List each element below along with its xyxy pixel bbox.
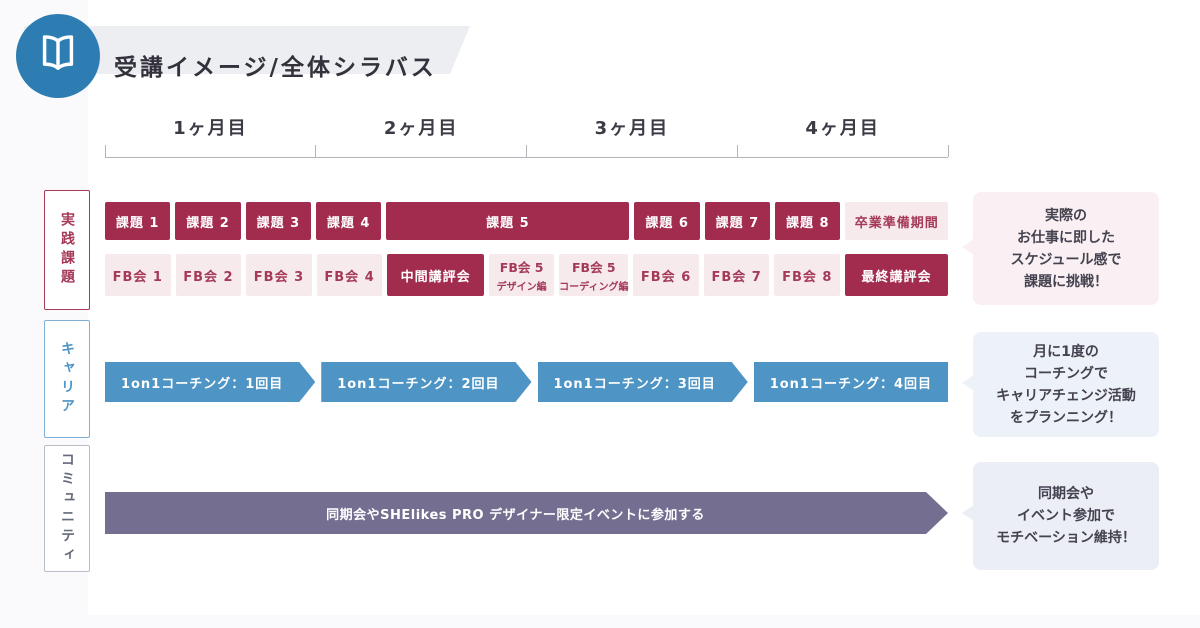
fb-box-label: FB会 3 [253, 269, 305, 285]
kadai-box-label: 課題 4 [326, 215, 371, 231]
coaching-arrow: 1on1コーチング：4回目 [753, 362, 948, 402]
fb-box: 最終講評会 [845, 254, 949, 296]
fb-box-label: FB会 5 [572, 260, 616, 275]
open-book-icon [35, 31, 81, 81]
fb-box-label: FB会 5 [499, 260, 544, 275]
coaching-arrow: 1on1コーチング：3回目 [538, 362, 748, 402]
callout-line: 月に1度の [1033, 343, 1099, 360]
coaching-arrow: 1on1コーチング：1回目 [105, 362, 315, 402]
fb-box: 中間講評会 [387, 254, 484, 296]
timeline-months: 1ヶ月目 2ヶ月目 3ヶ月目 4ヶ月目 [105, 114, 948, 140]
kadai-box-label: 課題 2 [186, 215, 230, 231]
month-label: 2ヶ月目 [383, 118, 459, 139]
fb-box-label: FB会 1 [112, 269, 163, 285]
fb-box: FB会 5 コーディング編 [559, 254, 628, 296]
kadai-box: 課題 5 [386, 202, 630, 240]
callout-practice-note: 実際のお仕事に即したスケジュール感で課題に挑戦！ [962, 192, 1159, 305]
kadai-box-label: 卒業準備期間 [854, 215, 939, 231]
fb-box: FB会 4 [316, 254, 383, 296]
kadai-box: 課題 8 [775, 202, 841, 240]
axis-tick [947, 145, 949, 157]
kadai-box-label: 課題 7 [715, 215, 760, 231]
fb-box: FB会 6 [633, 254, 699, 296]
fb-box: FB会 1 [105, 254, 171, 296]
kadai-box: 課題 2 [175, 202, 241, 240]
community-arrow-label: 同期会やSHElikes PRO デザイナー限定イベントに参加する [326, 507, 705, 523]
kadai-box: 課題 4 [316, 202, 382, 240]
fb-box: FB会 5 デザイン編 [488, 254, 555, 296]
fb-box-label: FB会 8 [782, 269, 833, 285]
callout-line: 実際の [1045, 207, 1087, 224]
kadai-box-label: 課題 6 [645, 215, 689, 231]
month-label: 1ヶ月目 [173, 118, 248, 139]
callout-line: モチベーション維持！ [996, 530, 1136, 546]
axis-tick [104, 145, 106, 157]
axis-tick [526, 145, 527, 157]
callout-career-note: 月に1度のコーチングでキャリアチェンジ活動をプランニング！ [962, 332, 1159, 437]
callout-community-note: 同期会やイベント参加でモチベーション維持！ [962, 462, 1159, 570]
month-label: 4ヶ月目 [805, 118, 880, 139]
callout-line: をプランニング！ [1010, 409, 1122, 426]
badge-circle [16, 14, 100, 98]
fb-box-label: FB会 4 [324, 269, 375, 285]
fb-box-label: 最終講評会 [861, 269, 932, 285]
page-title: 受講イメージ/全体シラバス [114, 55, 437, 82]
kadai-box: 課題 7 [704, 202, 771, 240]
side-label-practice: 実践課題 [44, 190, 90, 310]
timeline-axis [104, 145, 949, 158]
kadai-box-label: 課題 5 [486, 215, 530, 231]
callout-line: スケジュール感で [1010, 251, 1122, 268]
callout-tail [962, 505, 974, 521]
callout-line: キャリアチェンジ活動 [996, 387, 1136, 404]
fb-box-label: FB会 2 [183, 269, 234, 285]
callout-line: お仕事に即した [1017, 229, 1115, 246]
kadai-box: 課題 6 [634, 202, 700, 240]
community-arrow: 同期会やSHElikes PRO デザイナー限定イベントに参加する [105, 492, 948, 534]
kadai-box-label: 課題 3 [256, 215, 301, 231]
kadai-box-label: 課題 1 [115, 215, 160, 231]
fb-box-label: FB会 7 [711, 269, 762, 285]
fb-box-label: FB会 6 [640, 269, 692, 285]
callout-line: 課題に挑戦！ [1024, 273, 1108, 290]
callout-line: 同期会や [1038, 486, 1094, 502]
kadai-box: 卒業準備期間 [845, 202, 949, 240]
kadai-box-label: 課題 8 [786, 215, 830, 231]
kadai-box: 課題 3 [245, 202, 312, 240]
kadai-box: 課題 1 [105, 202, 171, 240]
callout-line: コーチングで [1024, 365, 1108, 382]
fb-box-sublabel: コーディング編 [559, 282, 629, 293]
fb-box: FB会 2 [175, 254, 242, 296]
callout-tail [962, 239, 974, 255]
fb-box-label: 中間講評会 [400, 269, 471, 285]
month-label: 3ヶ月目 [594, 118, 670, 139]
callout-line: イベント参加で [1017, 508, 1115, 524]
fb-box: FB会 3 [246, 254, 312, 296]
axis-tick [315, 145, 317, 157]
fb-box: FB会 8 [774, 254, 841, 296]
side-label-community: コミュニティ [44, 445, 90, 572]
callout-tail [962, 375, 974, 391]
kadai-row: 課題 1 課題 2 課題 3 課題 4 課題 5 課題 6 課題 7 課題 8 卒業準備期間 [105, 202, 949, 240]
side-label-career: キャリア [44, 320, 90, 438]
fb-box-sublabel: デザイン編 [496, 282, 547, 293]
fb-box: FB会 7 [703, 254, 770, 296]
axis-tick [736, 145, 738, 157]
coaching-arrow: 1on1コーチング：2回目 [321, 362, 531, 402]
